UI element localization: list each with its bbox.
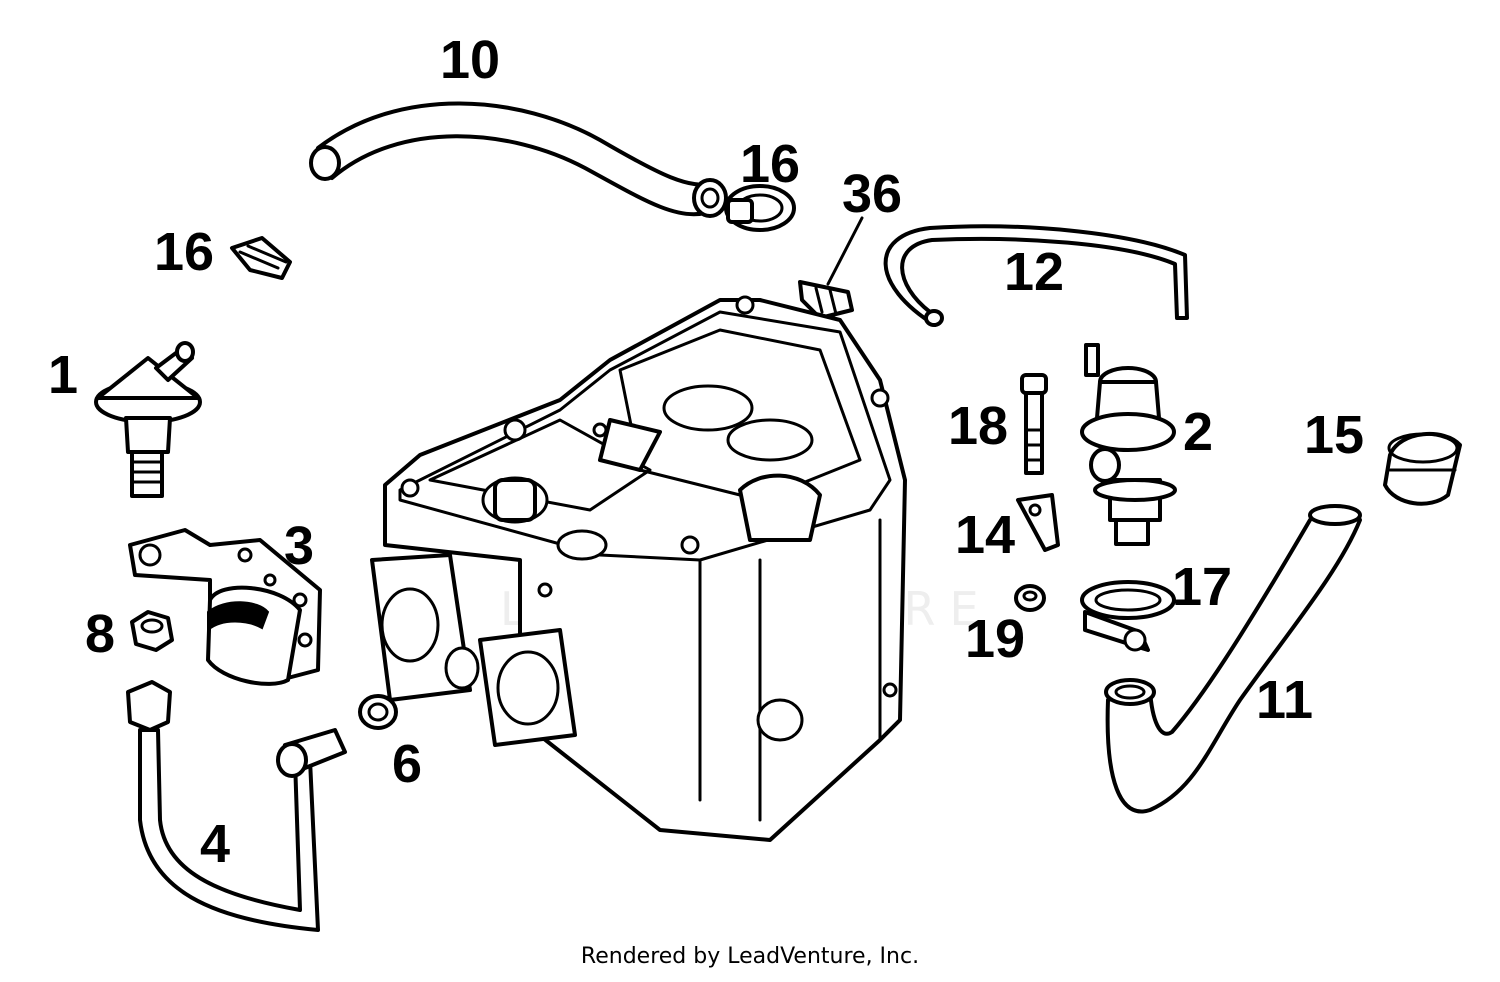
part-17-hose-clamp[interactable]	[1080, 580, 1176, 652]
part-3-valve-cover[interactable]	[128, 528, 322, 686]
callout-17: 17	[1172, 557, 1232, 617]
part-12-vacuum-tube[interactable]	[883, 224, 1189, 327]
callout-16-upper: 16	[740, 134, 800, 194]
part-1-pulse-valve[interactable]	[94, 341, 202, 498]
callout-15: 15	[1304, 405, 1364, 465]
callout-19: 19	[965, 609, 1025, 669]
cylinder-head-assembly[interactable]	[370, 295, 907, 842]
callout-8: 8	[85, 604, 115, 664]
callout-1: 1	[48, 345, 78, 405]
callout-10: 10	[440, 30, 500, 90]
callout-11: 11	[1256, 670, 1313, 730]
part-6-o-ring[interactable]	[358, 694, 398, 730]
callout-14: 14	[955, 505, 1015, 565]
part-11-hose[interactable]	[1104, 504, 1362, 814]
part-2-check-valve[interactable]	[1080, 343, 1177, 546]
callout-18: 18	[948, 396, 1008, 456]
footer-credit: Rendered by LeadVenture, Inc.	[580, 944, 920, 969]
callout-36: 36	[842, 164, 902, 224]
part-15-ring[interactable]	[1383, 431, 1462, 506]
part-19-nut[interactable]	[1014, 584, 1046, 612]
part-14-bracket[interactable]	[1016, 493, 1060, 552]
callout-4: 4	[200, 814, 230, 874]
part-36-fitting[interactable]	[798, 216, 864, 320]
part-4-pipe[interactable]	[126, 680, 347, 932]
callout-16-left: 16	[154, 222, 214, 282]
part-10-breather-hose[interactable]	[309, 101, 728, 218]
part-18-bolt[interactable]	[1020, 373, 1048, 475]
callout-6: 6	[392, 734, 422, 794]
part-16-hose-clamp-upper[interactable]	[724, 184, 796, 232]
part-8-nut[interactable]	[130, 610, 174, 652]
callout-3: 3	[284, 516, 314, 576]
part-16-hose-clamp-left[interactable]	[230, 236, 292, 280]
callout-12: 12	[1004, 242, 1064, 302]
callout-2: 2	[1183, 402, 1213, 462]
